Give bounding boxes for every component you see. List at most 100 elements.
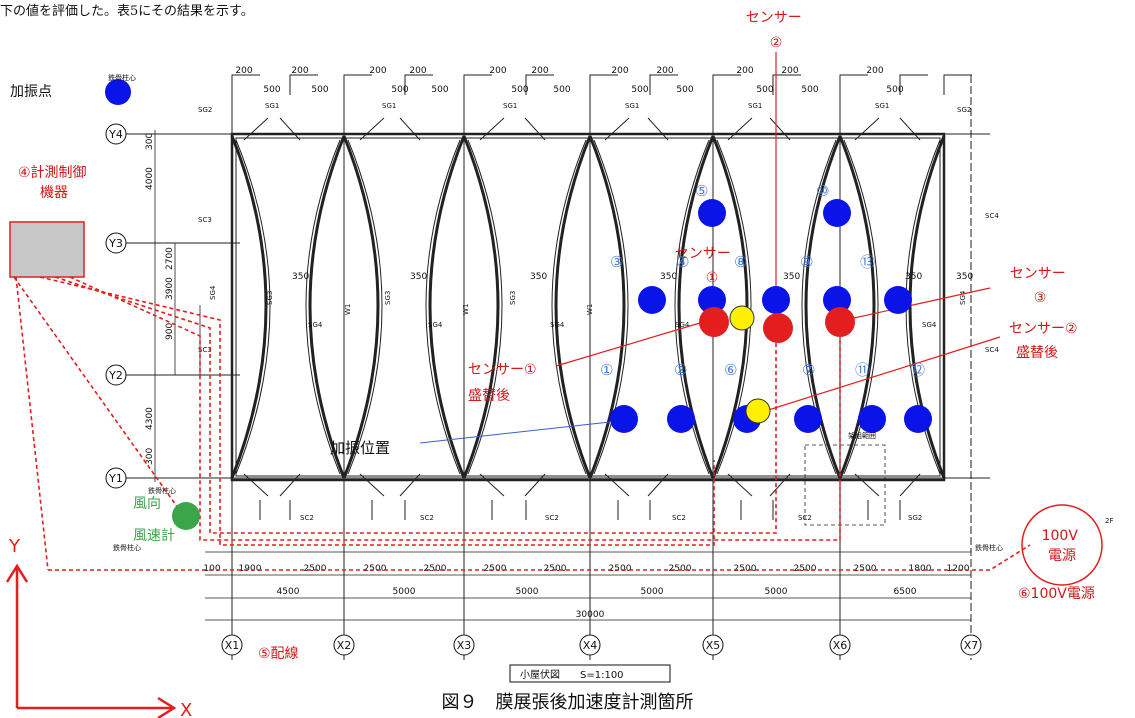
svg-text:SG1: SG1 bbox=[748, 102, 762, 110]
power-circle bbox=[1021, 504, 1103, 586]
bottom-dim-label: 2500 bbox=[484, 564, 507, 574]
svg-text:SG3: SG3 bbox=[266, 291, 274, 305]
x-grid-bubble: X2 bbox=[333, 634, 355, 656]
column-mark-label: 350 bbox=[410, 272, 427, 282]
bottom-dim-label: 5000 bbox=[393, 587, 416, 597]
left-dim-label: 300 bbox=[145, 133, 155, 150]
wind-gauge-dot bbox=[172, 502, 200, 530]
bottom-dim-label: 5000 bbox=[516, 587, 539, 597]
scale-text: 小屋伏図 S=1:100 bbox=[520, 668, 624, 681]
top-dim-label: 500 bbox=[886, 85, 903, 95]
top-dim-label: 200 bbox=[489, 66, 506, 76]
y-grid-bubble: Y3 bbox=[105, 232, 127, 254]
left-dim-label: 900 bbox=[165, 323, 175, 340]
top-dim-label: 500 bbox=[553, 85, 570, 95]
column-mark-label: 350 bbox=[660, 272, 677, 282]
top-dim-label: 200 bbox=[409, 66, 426, 76]
svg-text:架組範囲: 架組範囲 bbox=[848, 431, 876, 440]
svg-text:Y3: Y3 bbox=[108, 237, 123, 250]
left-dim-label: 4000 bbox=[145, 167, 155, 190]
svg-text:SG2: SG2 bbox=[198, 106, 212, 114]
control-equipment-label: ④計測制御 機器 bbox=[18, 165, 91, 201]
y-grid-bubble: Y1 bbox=[105, 467, 127, 489]
svg-text:⑨: ⑨ bbox=[800, 253, 813, 271]
bottom-dim-label: 1900 bbox=[239, 564, 262, 574]
top-dim-label: 500 bbox=[756, 85, 773, 95]
sensor3-leader bbox=[844, 287, 991, 321]
bottom-dim-label: 2500 bbox=[364, 564, 387, 574]
svg-text:SG4: SG4 bbox=[428, 321, 443, 329]
svg-text:⑥: ⑥ bbox=[724, 361, 737, 379]
svg-text:X5: X5 bbox=[706, 639, 721, 652]
svg-text:X4: X4 bbox=[583, 639, 598, 652]
svg-text:SG4: SG4 bbox=[675, 321, 690, 329]
svg-text:⑧: ⑧ bbox=[734, 253, 747, 271]
svg-text:⑦: ⑦ bbox=[802, 361, 815, 379]
top-dim-label: 500 bbox=[311, 85, 328, 95]
x-grid-bubble: X5 bbox=[702, 634, 724, 656]
left-dim-label: 2700 bbox=[165, 247, 175, 270]
column-mark-label: 350 bbox=[292, 272, 309, 282]
svg-text:SG2: SG2 bbox=[957, 106, 971, 114]
svg-text:SC4: SC4 bbox=[985, 212, 999, 220]
point-numbers: ① ② ③ ④ ⑤ ⑥ ⑦ ⑧ ⑨ ⑩ ⑪ ⑫ ⑬ bbox=[600, 182, 925, 379]
steel-center-top: 鉄骨柱心 bbox=[108, 73, 136, 82]
wind-gauge-label: 風向 風速計 bbox=[133, 496, 175, 544]
bottom-dim-label: 2500 bbox=[424, 564, 447, 574]
svg-text:SG3: SG3 bbox=[509, 291, 517, 305]
relocated-sensor-points bbox=[729, 305, 771, 424]
figure-caption: 図９ 膜展張後加速度計測箇所 bbox=[441, 692, 694, 713]
svg-text:SC2: SC2 bbox=[300, 514, 314, 522]
excite-position-label: 加振位置 bbox=[330, 439, 390, 457]
svg-text:SC2: SC2 bbox=[420, 514, 434, 522]
bottom-dim-label: 1200 bbox=[947, 564, 970, 574]
svg-text:⑤: ⑤ bbox=[695, 182, 708, 200]
svg-text:X1: X1 bbox=[225, 639, 240, 652]
column-mark-label: 350 bbox=[530, 272, 547, 282]
svg-text:SG4: SG4 bbox=[550, 321, 565, 329]
column-mark-label: 350 bbox=[783, 272, 800, 282]
bottom-dim-label: 2500 bbox=[304, 564, 327, 574]
header-text-fragment: 下の値を評価した。表5にその結果を示す。 bbox=[0, 4, 254, 19]
legend-label: 加振点 bbox=[10, 84, 52, 100]
svg-text:SC3: SC3 bbox=[198, 216, 212, 224]
svg-text:Y2: Y2 bbox=[108, 369, 123, 382]
svg-text:SC3: SC3 bbox=[198, 346, 212, 354]
bottom-dim-label: 2500 bbox=[854, 564, 877, 574]
top-dim-label: 200 bbox=[369, 66, 386, 76]
svg-text:SG1: SG1 bbox=[382, 102, 396, 110]
y-grid-bubble: Y2 bbox=[105, 364, 127, 386]
svg-text:①: ① bbox=[600, 361, 613, 379]
svg-text:SG1: SG1 bbox=[875, 102, 889, 110]
sensor1-after-label: センサー① 盛替後 bbox=[468, 362, 541, 404]
wiring-label: ⑤配線 bbox=[258, 646, 299, 662]
svg-text:SG4: SG4 bbox=[308, 321, 323, 329]
svg-text:②: ② bbox=[674, 361, 687, 379]
steel-center-bottom-right: 鉄骨柱心 bbox=[975, 543, 1003, 552]
column-mark-label: 350 bbox=[905, 272, 922, 282]
top-dim-label: 200 bbox=[611, 66, 628, 76]
top-dim-label: 500 bbox=[631, 85, 648, 95]
bottom-dim-label: 5000 bbox=[641, 587, 664, 597]
svg-text:SC2: SC2 bbox=[672, 514, 686, 522]
svg-text:SG4: SG4 bbox=[922, 321, 937, 329]
bottom-dim-label: 2500 bbox=[794, 564, 817, 574]
total-dimension: 30000 bbox=[576, 610, 605, 620]
power-label: ⑥100V電源 bbox=[1018, 586, 1095, 602]
bottom-dim-label: 2500 bbox=[544, 564, 567, 574]
excite-leader bbox=[419, 421, 611, 444]
svg-text:⑫: ⑫ bbox=[910, 361, 925, 379]
svg-text:SG1: SG1 bbox=[625, 102, 639, 110]
roof-frame bbox=[110, 74, 990, 660]
top-dim-label: 500 bbox=[431, 85, 448, 95]
scale-box bbox=[509, 664, 671, 683]
svg-text:SC2: SC2 bbox=[798, 514, 812, 522]
sensor2-top-label: センサー ② bbox=[746, 10, 806, 51]
svg-text:Y1: Y1 bbox=[108, 472, 123, 485]
sensor-points bbox=[699, 307, 855, 343]
top-dim-label: 500 bbox=[263, 85, 280, 95]
excitation-points bbox=[610, 199, 932, 433]
